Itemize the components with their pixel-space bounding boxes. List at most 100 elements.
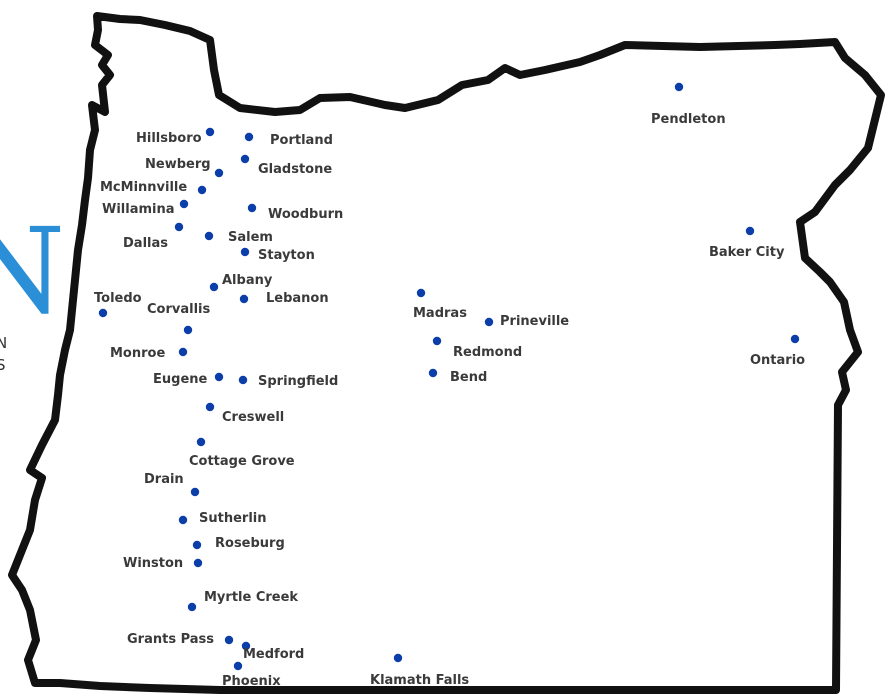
city-dot-gladstone bbox=[240, 154, 250, 164]
city-marker-salem: Salem bbox=[204, 230, 273, 245]
city-label-grants-pass: Grants Pass bbox=[127, 632, 214, 647]
city-dot-corvallis bbox=[183, 325, 193, 335]
city-label-klamath-falls: Klamath Falls bbox=[370, 673, 469, 688]
city-dot-springfield bbox=[238, 375, 248, 385]
city-label-portland: Portland bbox=[270, 133, 333, 148]
city-label-baker-city: Baker City bbox=[709, 245, 785, 260]
city-label-willamina: Willamina bbox=[102, 202, 175, 217]
city-marker-myrtle-creek: Myrtle Creek bbox=[187, 590, 298, 612]
city-label-roseburg: Roseburg bbox=[215, 536, 285, 551]
city-label-eugene: Eugene bbox=[153, 372, 208, 387]
city-marker-pendleton: Pendleton bbox=[651, 82, 726, 127]
city-dot-phoenix bbox=[233, 661, 243, 671]
city-marker-eugene: Eugene bbox=[153, 372, 224, 387]
oregon-state-outline bbox=[8, 12, 885, 694]
city-marker-sutherlin: Sutherlin bbox=[178, 511, 266, 526]
city-dot-prineville bbox=[484, 317, 494, 327]
city-label-drain: Drain bbox=[144, 472, 184, 487]
city-dot-newberg bbox=[214, 168, 224, 178]
city-marker-creswell: Creswell bbox=[205, 402, 284, 425]
city-marker-prineville: Prineville bbox=[484, 314, 569, 329]
city-label-stayton: Stayton bbox=[258, 248, 315, 263]
city-label-madras: Madras bbox=[413, 306, 467, 321]
city-label-newberg: Newberg bbox=[145, 157, 211, 172]
city-dot-sutherlin bbox=[178, 515, 188, 525]
city-marker-newberg: Newberg bbox=[145, 157, 224, 178]
city-marker-klamath-falls: Klamath Falls bbox=[370, 653, 469, 688]
city-label-pendleton: Pendleton bbox=[651, 112, 726, 127]
city-dot-stayton bbox=[240, 247, 250, 257]
logo-text-line-2: S bbox=[0, 356, 7, 374]
city-marker-baker-city: Baker City bbox=[709, 226, 785, 260]
city-dot-mcminnville bbox=[197, 185, 207, 195]
city-marker-mcminnville: McMinnville bbox=[100, 180, 207, 195]
city-label-lebanon: Lebanon bbox=[266, 291, 329, 306]
city-dot-winston bbox=[193, 558, 203, 568]
city-dot-portland bbox=[244, 132, 254, 142]
city-dot-klamath-falls bbox=[393, 653, 403, 663]
city-dot-medford bbox=[241, 641, 251, 651]
city-marker-medford: Medford bbox=[241, 641, 304, 662]
city-dot-baker-city bbox=[745, 226, 755, 236]
logo-text-line-1: N bbox=[0, 334, 9, 352]
city-marker-dallas: Dallas bbox=[123, 222, 184, 251]
city-marker-redmond: Redmond bbox=[432, 336, 522, 360]
city-dot-toledo bbox=[98, 308, 108, 318]
city-label-creswell: Creswell bbox=[222, 410, 284, 425]
city-marker-springfield: Springfield bbox=[238, 374, 338, 389]
city-marker-cottage-grove: Cottage Grove bbox=[189, 437, 295, 469]
city-dot-roseburg bbox=[192, 540, 202, 550]
city-dot-hillsboro bbox=[205, 127, 215, 137]
city-dot-pendleton bbox=[674, 82, 684, 92]
city-dot-ontario bbox=[790, 334, 800, 344]
city-marker-ontario: Ontario bbox=[750, 334, 805, 368]
city-label-prineville: Prineville bbox=[500, 314, 569, 329]
city-marker-winston: Winston bbox=[123, 556, 203, 571]
city-marker-albany: Albany bbox=[209, 273, 273, 292]
city-label-phoenix: Phoenix bbox=[222, 674, 281, 689]
city-label-mcminnville: McMinnville bbox=[100, 180, 187, 195]
city-marker-monroe: Monroe bbox=[110, 346, 188, 361]
city-dot-monroe bbox=[178, 347, 188, 357]
city-label-cottage-grove: Cottage Grove bbox=[189, 454, 295, 469]
city-label-salem: Salem bbox=[228, 230, 273, 245]
city-label-woodburn: Woodburn bbox=[268, 207, 343, 222]
city-label-medford: Medford bbox=[243, 647, 304, 662]
city-dot-myrtle-creek bbox=[187, 602, 197, 612]
city-label-corvallis: Corvallis bbox=[147, 302, 210, 317]
city-marker-hillsboro: Hillsboro bbox=[136, 127, 215, 146]
city-marker-woodburn: Woodburn bbox=[247, 203, 343, 222]
city-marker-gladstone: Gladstone bbox=[240, 154, 332, 177]
city-marker-grants-pass: Grants Pass bbox=[127, 632, 234, 647]
city-label-monroe: Monroe bbox=[110, 346, 165, 361]
city-marker-drain: Drain bbox=[144, 472, 200, 497]
city-dot-creswell bbox=[205, 402, 215, 412]
city-dot-willamina bbox=[179, 199, 189, 209]
city-dot-bend bbox=[428, 368, 438, 378]
city-marker-madras: Madras bbox=[413, 288, 467, 321]
city-dot-drain bbox=[190, 487, 200, 497]
city-dot-cottage-grove bbox=[196, 437, 206, 447]
city-marker-portland: Portland bbox=[244, 132, 333, 148]
city-dot-eugene bbox=[214, 372, 224, 382]
city-marker-roseburg: Roseburg bbox=[192, 536, 285, 551]
logo-letter: N bbox=[0, 202, 66, 340]
city-marker-lebanon: Lebanon bbox=[239, 291, 329, 306]
city-label-toledo: Toledo bbox=[94, 291, 142, 306]
city-marker-bend: Bend bbox=[428, 368, 487, 385]
city-dot-woodburn bbox=[247, 203, 257, 213]
city-label-albany: Albany bbox=[222, 273, 273, 288]
city-label-ontario: Ontario bbox=[750, 353, 805, 368]
city-label-sutherlin: Sutherlin bbox=[199, 511, 266, 526]
city-dot-lebanon bbox=[239, 294, 249, 304]
city-label-bend: Bend bbox=[450, 370, 487, 385]
city-label-hillsboro: Hillsboro bbox=[136, 131, 202, 146]
city-label-myrtle-creek: Myrtle Creek bbox=[204, 590, 298, 605]
city-dot-albany bbox=[209, 282, 219, 292]
city-marker-stayton: Stayton bbox=[240, 247, 315, 263]
city-marker-toledo: Toledo bbox=[94, 291, 142, 318]
city-marker-phoenix: Phoenix bbox=[222, 661, 281, 689]
city-dot-salem bbox=[204, 231, 214, 241]
